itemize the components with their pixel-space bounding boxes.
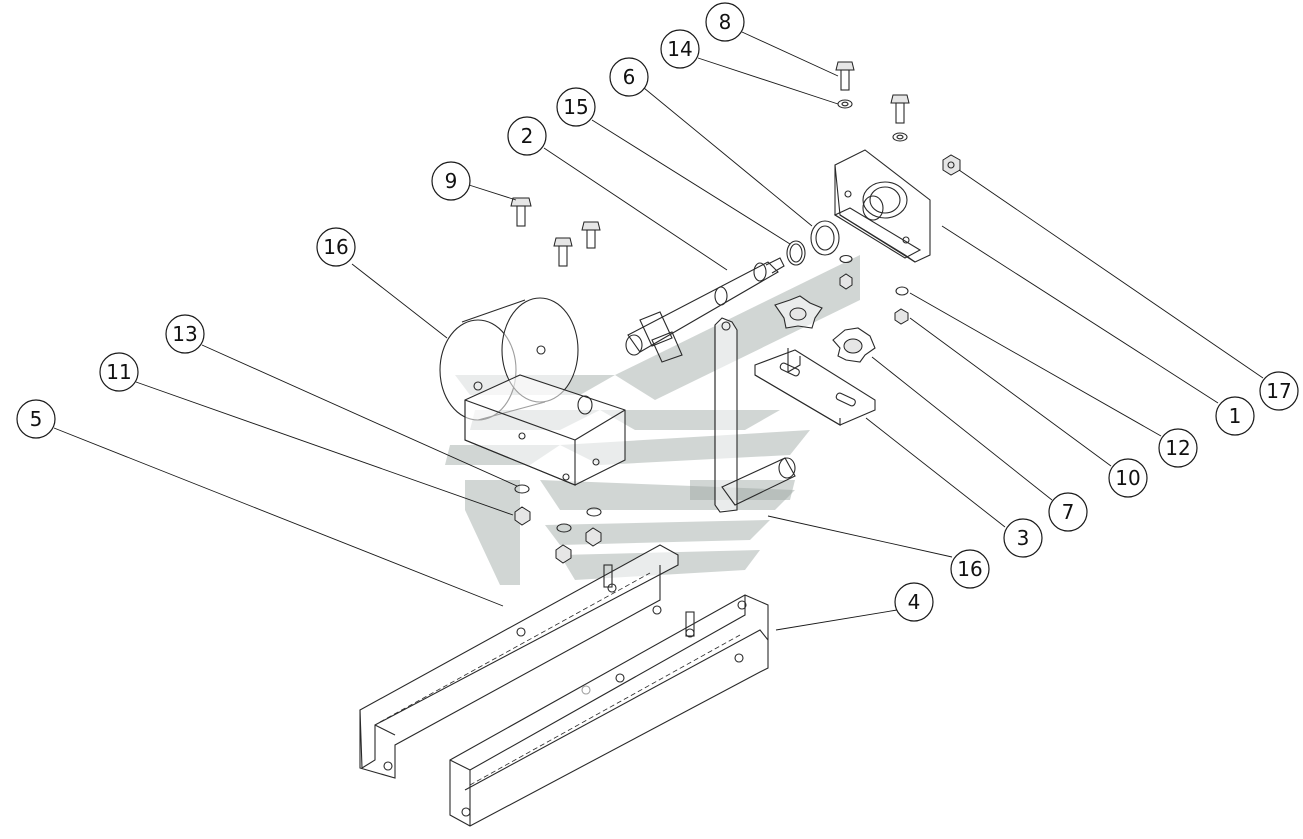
callout-2: 2 bbox=[507, 116, 547, 156]
callout-1: 1 bbox=[1215, 396, 1255, 436]
callout-label: 9 bbox=[445, 169, 458, 193]
callout-11: 11 bbox=[99, 352, 139, 392]
bolt-9-c bbox=[553, 237, 573, 267]
washer-14-b bbox=[892, 132, 908, 142]
callout-label: 6 bbox=[623, 65, 636, 89]
star-knob-7 bbox=[832, 327, 876, 363]
callout-14: 14 bbox=[660, 29, 700, 69]
slotted-plate-3 bbox=[754, 348, 876, 426]
callout-13: 13 bbox=[165, 314, 205, 354]
callout-label: 16 bbox=[957, 557, 982, 581]
ring-6 bbox=[810, 220, 840, 256]
callout-12: 12 bbox=[1158, 428, 1198, 468]
callout-label: 13 bbox=[172, 322, 197, 346]
callout-label: 17 bbox=[1266, 379, 1291, 403]
channel-rail-4 bbox=[449, 594, 769, 827]
leader-lines bbox=[53, 31, 1264, 631]
callout-6: 6 bbox=[609, 57, 649, 97]
drum-16 bbox=[439, 297, 626, 486]
callout-16-upper: 16 bbox=[316, 227, 356, 267]
callout-label: 12 bbox=[1165, 436, 1190, 460]
callout-label: 11 bbox=[106, 360, 131, 384]
callout-label: 16 bbox=[323, 235, 348, 259]
callout-label: 10 bbox=[1115, 466, 1140, 490]
callout-label: 7 bbox=[1062, 500, 1075, 524]
callout-9: 9 bbox=[431, 161, 471, 201]
washer-13 bbox=[514, 484, 602, 533]
washer-near-bracket bbox=[839, 254, 853, 290]
washer-14-a bbox=[837, 99, 853, 109]
circlip-15 bbox=[786, 240, 806, 266]
arm-16 bbox=[714, 317, 796, 513]
shaft-2 bbox=[625, 257, 785, 363]
bolt-8-b bbox=[890, 94, 910, 124]
callout-17: 17 bbox=[1259, 371, 1299, 411]
callout-15: 15 bbox=[556, 87, 596, 127]
callout-label: 14 bbox=[667, 37, 692, 61]
callout-label: 3 bbox=[1017, 526, 1030, 550]
callout-7: 7 bbox=[1048, 492, 1088, 532]
callout-label: 5 bbox=[30, 407, 43, 431]
star-knob-upper bbox=[774, 295, 823, 329]
channel-rail-5 bbox=[359, 544, 679, 779]
washer-12 bbox=[895, 286, 909, 296]
callout-4: 4 bbox=[894, 582, 934, 622]
callout-label: 4 bbox=[908, 590, 921, 614]
bracket-plate bbox=[833, 149, 931, 263]
bolt-9-b bbox=[581, 221, 601, 249]
callout-5: 5 bbox=[16, 399, 56, 439]
nut-17 bbox=[942, 154, 961, 176]
callout-8: 8 bbox=[705, 2, 745, 42]
callout-label: 15 bbox=[563, 95, 588, 119]
callout-10: 10 bbox=[1108, 458, 1148, 498]
callout-label: 2 bbox=[521, 124, 534, 148]
callout-label: 1 bbox=[1229, 404, 1242, 428]
callout-3: 3 bbox=[1003, 518, 1043, 558]
bolt-8-a bbox=[835, 61, 855, 91]
nut-11 bbox=[514, 506, 602, 564]
bolt-9-a bbox=[510, 197, 532, 227]
callout-label: 8 bbox=[719, 10, 732, 34]
nut-10 bbox=[894, 308, 909, 325]
callout-16-lower: 16 bbox=[950, 549, 990, 589]
